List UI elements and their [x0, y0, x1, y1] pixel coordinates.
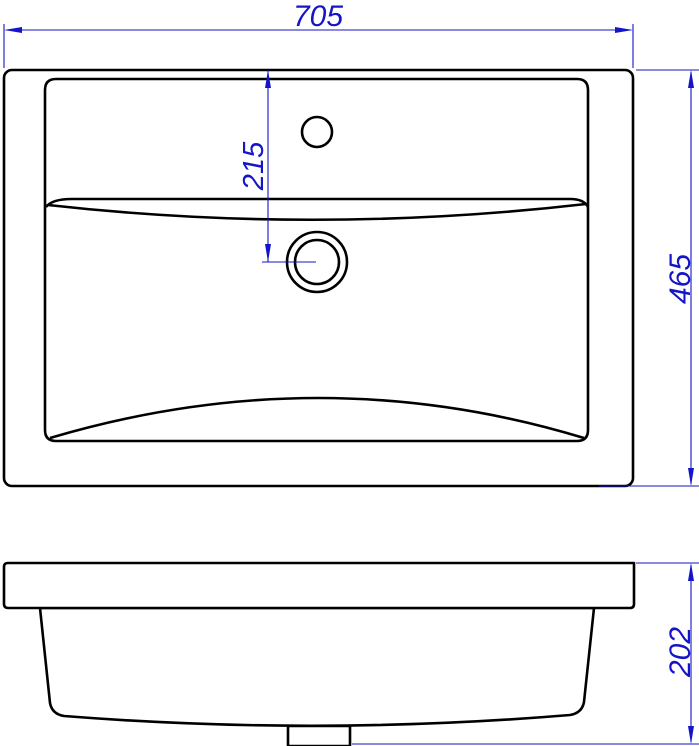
width-label: 705 [293, 0, 343, 33]
side-view [2, 561, 636, 746]
arrow-up [688, 563, 694, 581]
arrow-down [688, 468, 694, 486]
tap-hole [300, 115, 334, 149]
basin-inner-edge [43, 77, 590, 443]
arrow-up [688, 70, 694, 88]
dimension-width: 705 [3, 0, 634, 68]
top-view [2, 68, 635, 488]
tap-offset-label: 215 [238, 141, 270, 191]
bowl-top-curve [47, 202, 587, 222]
depth-label: 465 [664, 254, 697, 304]
arrow-down [688, 726, 694, 744]
dimension-height: 202 [352, 562, 699, 745]
arrow-up [265, 70, 271, 88]
bowl-bottom-curve [49, 396, 585, 440]
deck-ledge-line [44, 197, 590, 208]
bowl-profile [38, 606, 596, 728]
arrow-right [615, 27, 633, 33]
height-label: 202 [664, 627, 697, 678]
arrow-left [4, 27, 22, 33]
arrow-down [265, 244, 271, 262]
dimension-tap-offset: 215 [238, 70, 316, 263]
countertop-slab [2, 561, 636, 610]
drain-pipe [286, 724, 352, 746]
dimension-depth: 465 [599, 69, 699, 487]
